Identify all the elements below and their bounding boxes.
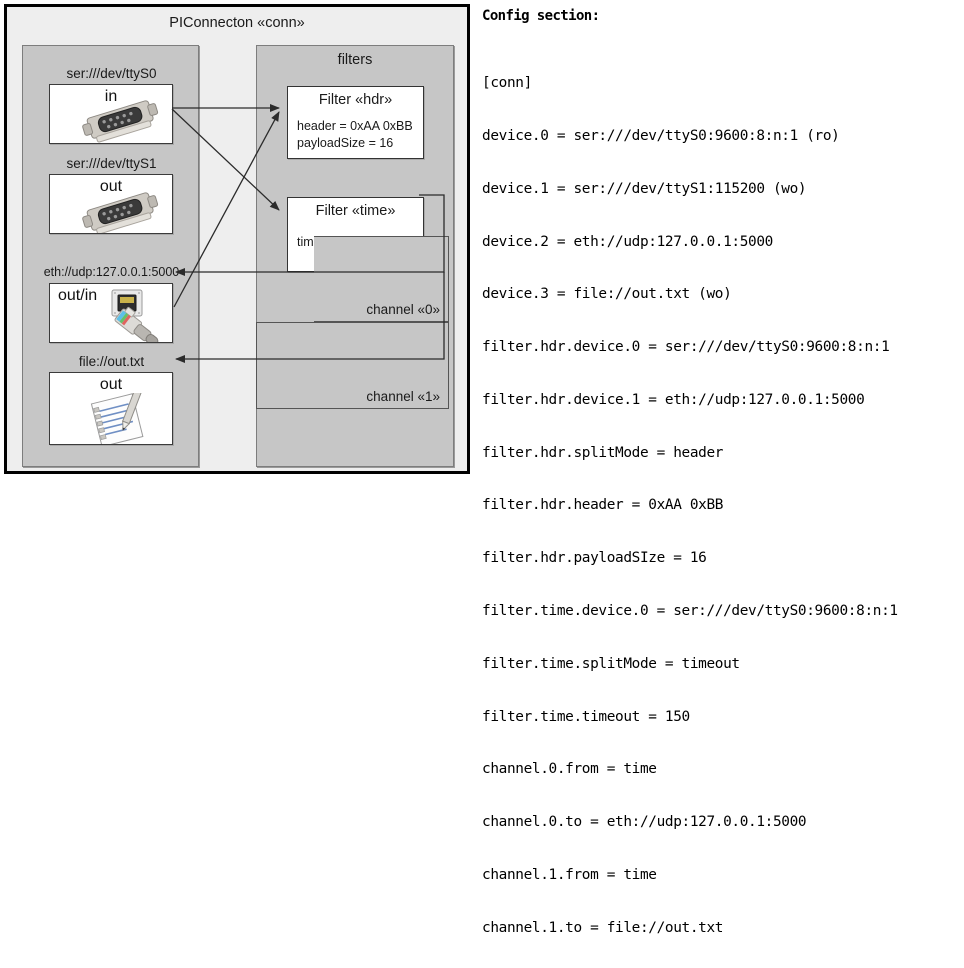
devices-panel: ser:///dev/ttyS0 in [22, 45, 199, 467]
device-label-file: file://out.txt [78, 354, 145, 369]
config-section: Config section: [conn] device.0 = ser://… [482, 0, 964, 936]
config-heading: Config section: [482, 8, 600, 24]
device-box-eth[interactable]: out/in [49, 283, 173, 343]
ethernet-jack-icon [111, 289, 159, 342]
channel-box-0[interactable]: channel «0» [314, 236, 449, 322]
config-line: device.1 = ser:///dev/ttyS1:115200 (wo) [482, 180, 807, 197]
device-box-ttys1[interactable]: out [49, 174, 173, 234]
config-line: filter.hdr.device.1 = eth://udp:127.0.0.… [482, 391, 865, 408]
config-line: filter.hdr.device.0 = ser:///dev/ttyS0:9… [482, 339, 890, 356]
filter-title-hdr: Filter «hdr» [318, 92, 393, 108]
filter-box-hdr[interactable]: Filter «hdr» header = 0xAA 0xBB payloadS… [287, 86, 424, 159]
device-direction-file: out [99, 376, 123, 393]
config-lines: [conn] device.0 = ser:///dev/ttyS0:9600:… [482, 40, 898, 968]
config-line: device.0 = ser:///dev/ttyS0:9600:8:n:1 (… [482, 127, 840, 144]
config-line: device.2 = eth://udp:127.0.0.1:5000 [482, 233, 773, 250]
config-line: channel.1.from = time [482, 866, 657, 883]
serial-port-icon [82, 100, 159, 143]
config-line: filter.time.timeout = 150 [482, 708, 690, 725]
filter-attr-payloadsize: payloadSize = 16 [297, 136, 394, 150]
channel-label-1: channel «1» [366, 389, 440, 404]
device-direction-ttys0: in [104, 88, 118, 105]
config-line: filter.hdr.payloadSIze = 16 [482, 550, 707, 567]
config-line: filter.hdr.header = 0xAA 0xBB [482, 497, 724, 514]
device-direction-eth: out/in [58, 287, 98, 304]
config-line: channel.1.to = file://out.txt [482, 919, 724, 936]
config-line: filter.hdr.splitMode = header [482, 444, 724, 461]
device-box-file[interactable]: out [49, 372, 173, 445]
channel-box-1[interactable]: channel «1» [256, 322, 449, 409]
config-line: device.3 = file://out.txt (wo) [482, 286, 732, 303]
config-line: filter.time.splitMode = timeout [482, 655, 740, 672]
config-line: channel.0.to = eth://udp:127.0.0.1:5000 [482, 814, 807, 831]
diagram-page: PIConnecton «conn» ser:///dev/ttyS0 in [4, 0, 964, 936]
config-line: channel.0.from = time [482, 761, 657, 778]
device-label-ttys1: ser:///dev/ttyS1 [66, 156, 157, 171]
device-label-ttys0: ser:///dev/ttyS0 [66, 66, 157, 81]
diagram-title: PIConnecton «conn» [169, 15, 305, 31]
filter-title-time: Filter «time» [315, 203, 396, 219]
device-direction-ttys1: out [99, 178, 123, 195]
device-label-eth: eth://udp:127.0.0.1:5000 [43, 265, 180, 279]
device-box-ttys0[interactable]: in [49, 84, 173, 144]
filters-panel: filters Filter «hdr» header = 0xAA 0xBB … [256, 45, 454, 467]
channel-label-0: channel «0» [366, 302, 440, 317]
text-file-icon [90, 393, 144, 444]
config-line: filter.time.device.0 = ser:///dev/ttyS0:… [482, 603, 898, 619]
filter-attr-header: header = 0xAA 0xBB [297, 119, 413, 133]
piconnecton-diagram: PIConnecton «conn» ser:///dev/ttyS0 in [4, 4, 470, 474]
config-line: [conn] [482, 75, 532, 92]
filters-panel-title: filters [337, 52, 373, 68]
serial-port-icon [82, 192, 159, 233]
